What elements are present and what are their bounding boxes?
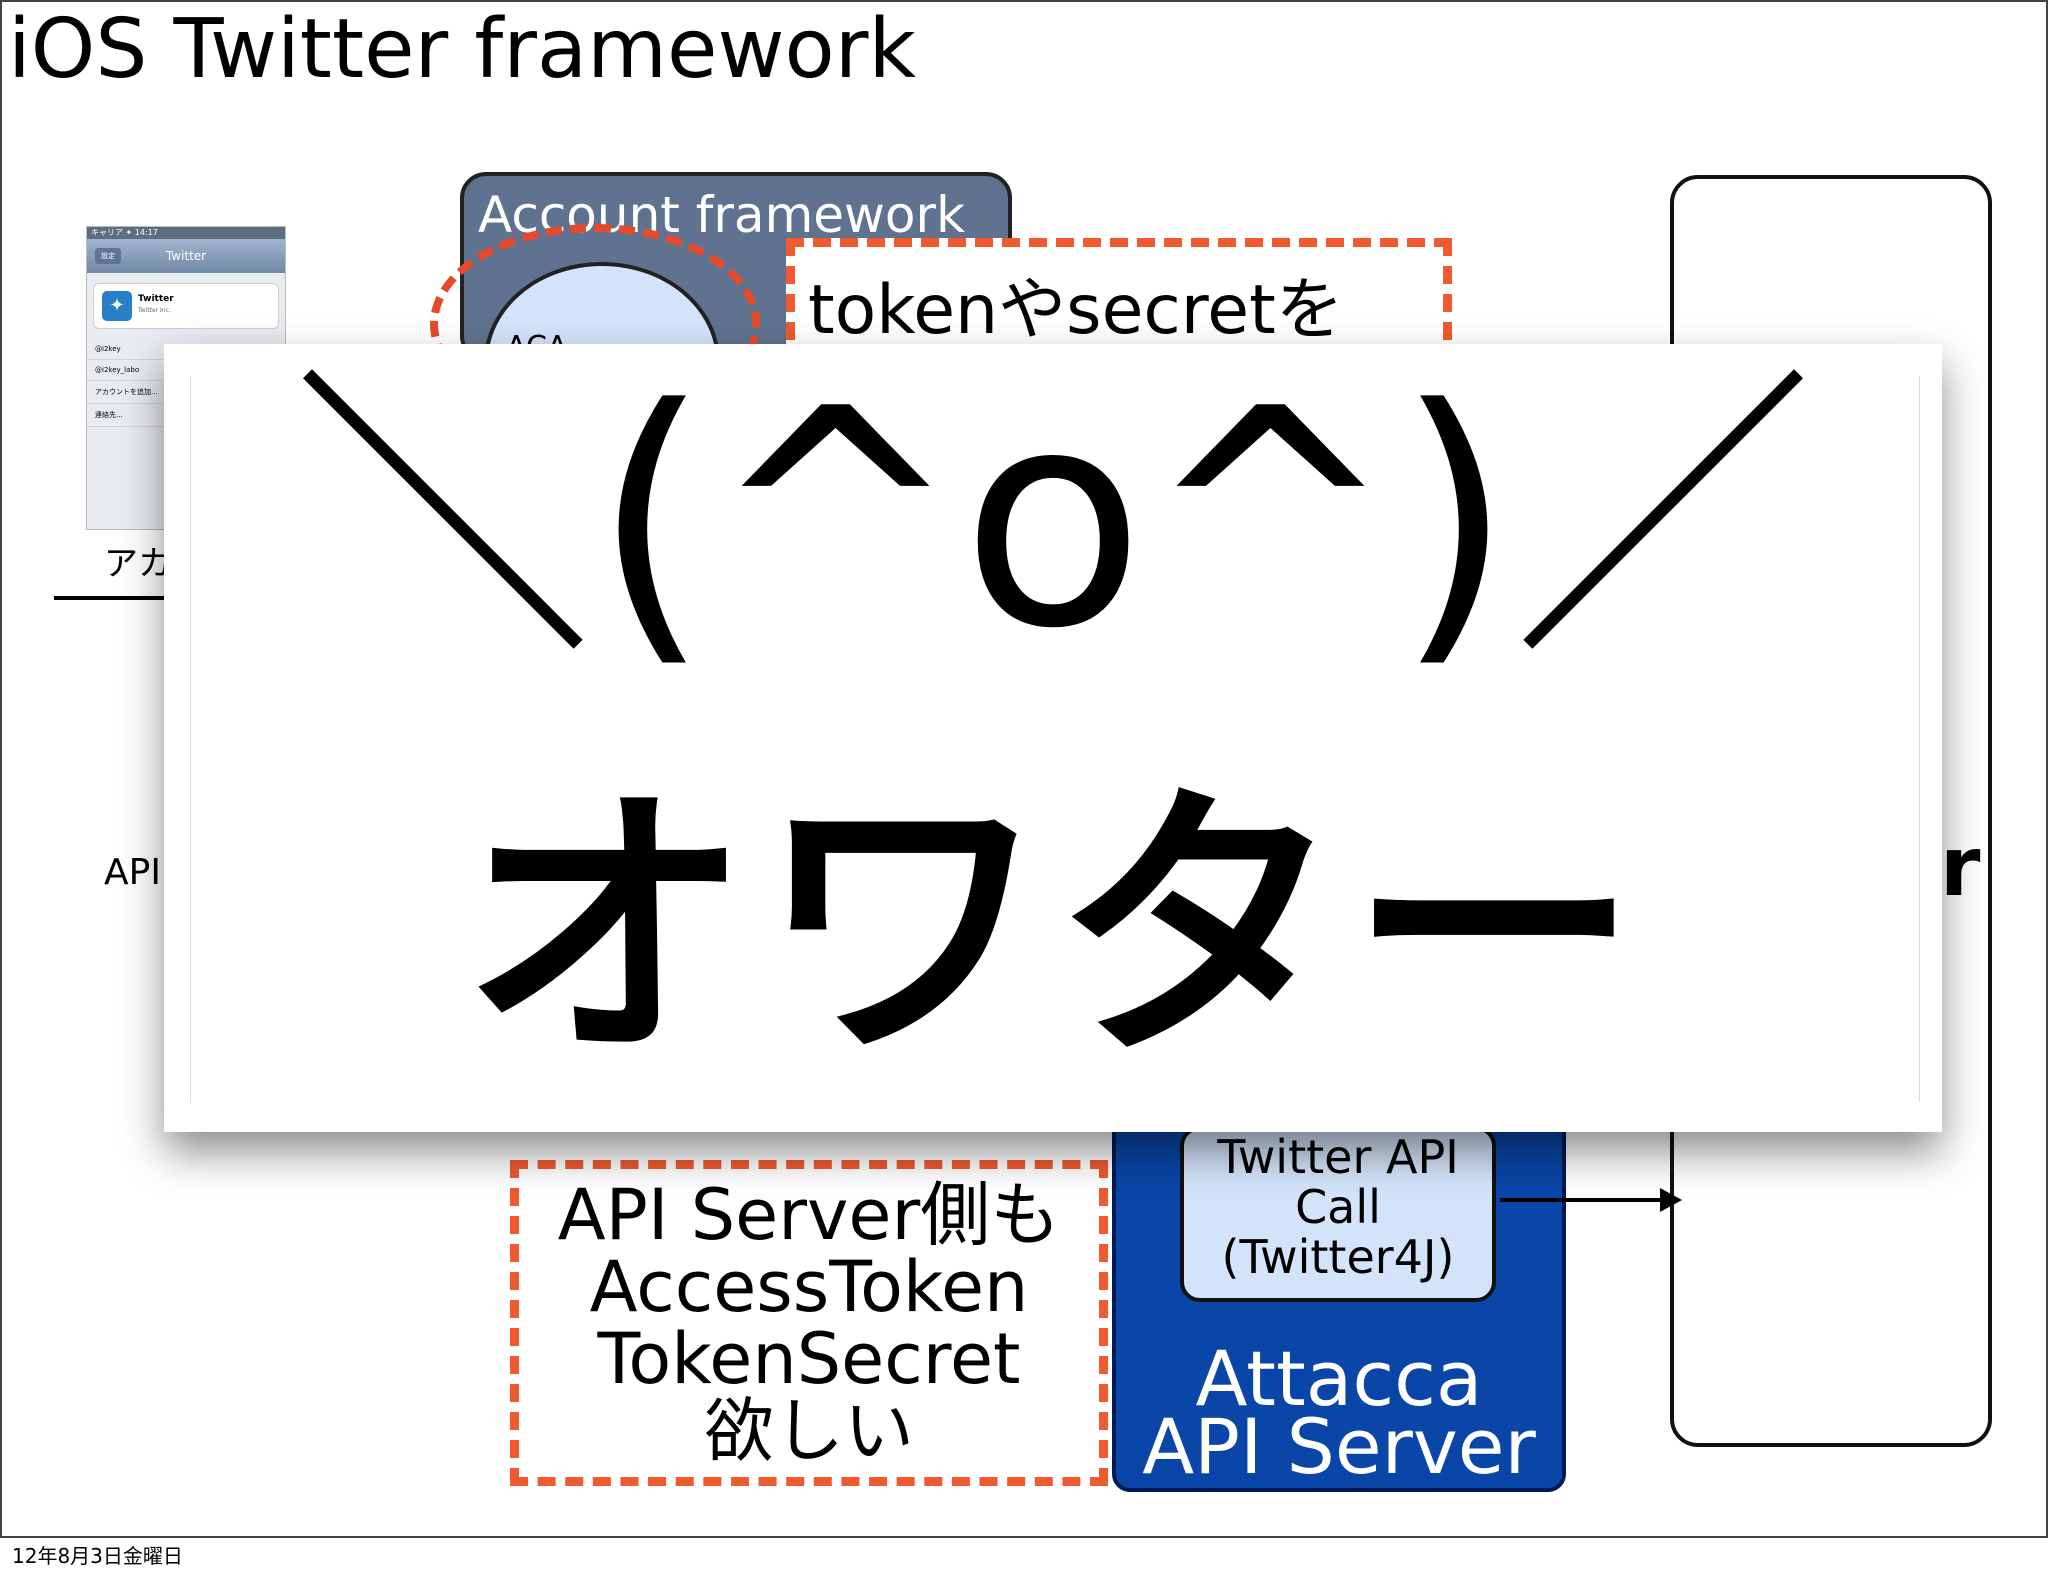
callout-line: API Server側も [557,1174,1061,1256]
arrow-shaft [1500,1198,1662,1202]
twitter-api-call-box [1180,1126,1496,1302]
phone-caption-underline [54,596,174,600]
slide-frame [0,0,2048,1538]
callout-line: TokenSecret [597,1318,1021,1400]
slide-title: iOS Twitter framework [8,2,916,97]
attacca-label: Attacca [1195,1334,1483,1423]
footer-date: 12年8月3日金曜日 [12,1544,183,1568]
phone-card-subtitle: Twitter Inc. [138,307,171,314]
api-call-line: Twitter API [1217,1130,1459,1184]
callout-line: 欲しい [704,1390,914,1472]
phone-nav-title: Twitter [165,249,207,263]
phone-caption: アカ [104,544,172,584]
overlay-emoticon: ＼(^o^)／ [292,345,1814,694]
phone-twitter-card: ✦ Twitter Twitter Inc. [93,283,279,329]
arrow-head-icon [1660,1188,1682,1212]
token-secret-callout-text: tokenやsecretを [808,271,1344,350]
phone-card-title: Twitter [138,294,174,304]
phone-status-bar: キャリア ✦ 14:17 [87,227,285,239]
phone-nav-bar: 設定 Twitter [87,239,285,273]
api-call-line: (Twitter4J) [1221,1230,1455,1284]
overlay-inner-frame [190,376,1920,1102]
api-call-line: Call [1295,1180,1381,1234]
api-server-token-callout [510,1160,1108,1486]
overlay-text: オワター [461,761,1645,1098]
api-label-partial: API [104,852,161,893]
phone-back-button: 設定 [95,248,121,264]
overlay-card [164,344,1942,1132]
api-server-label: API Server [1142,1402,1536,1491]
callout-line: AccessToken [589,1246,1029,1328]
twitter-bird-icon: ✦ [102,291,132,321]
twitter-server-label-partial: r [1940,820,1981,915]
